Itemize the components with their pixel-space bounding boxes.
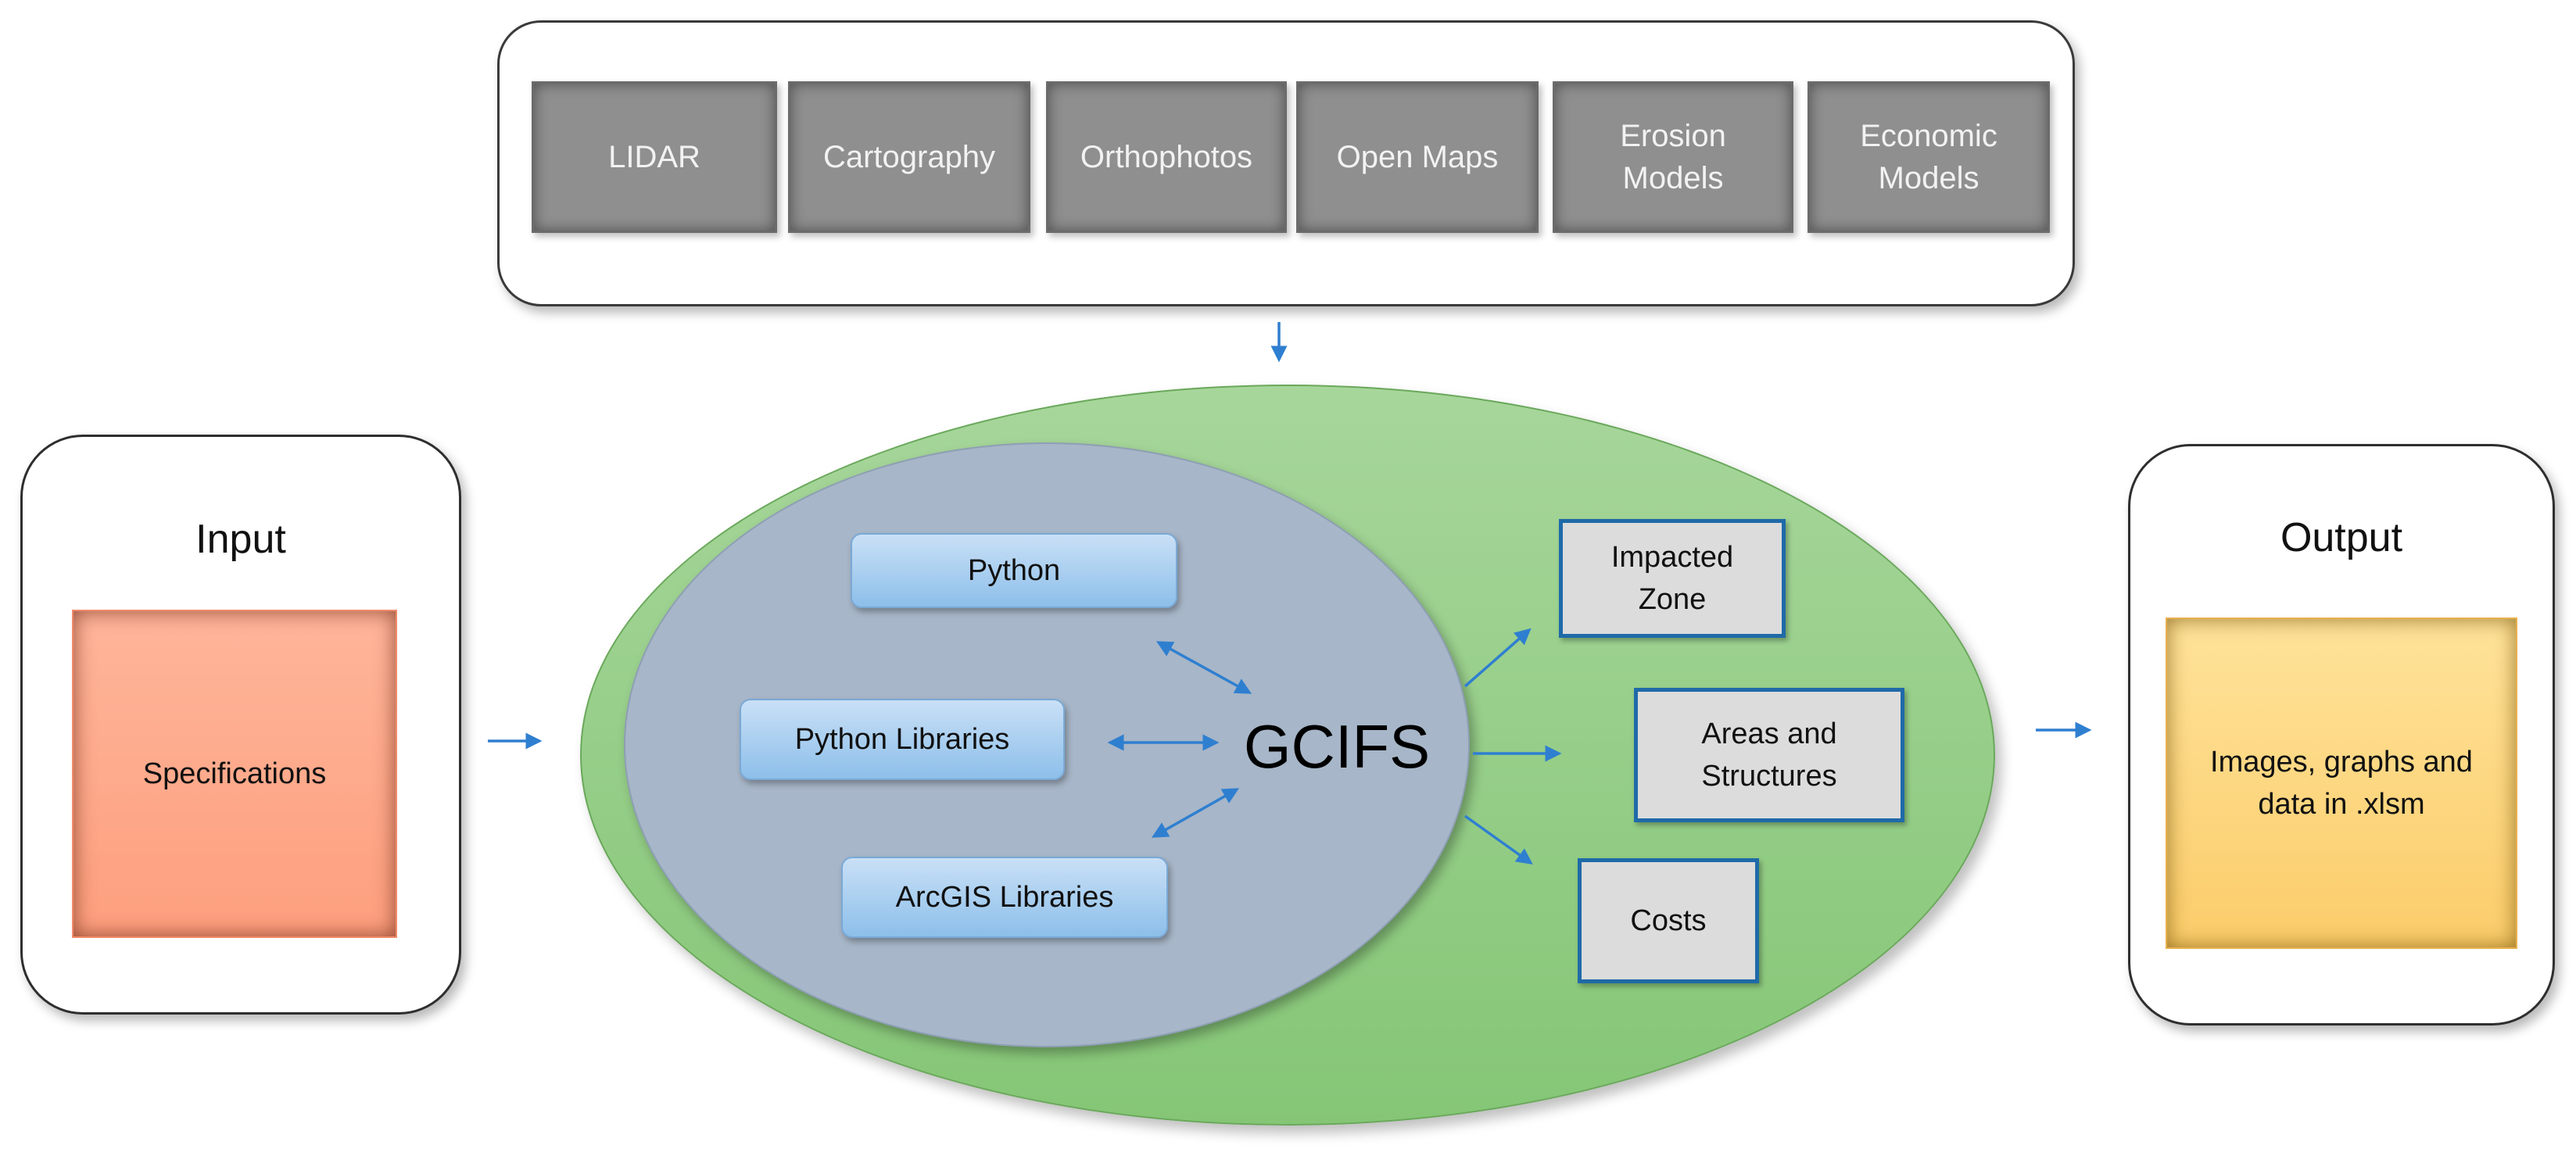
python-box: Python xyxy=(851,533,1177,608)
input-title: Input xyxy=(195,517,286,562)
source-box-erosion-models: Erosion Models xyxy=(1553,81,1793,233)
source-box-open-maps: Open Maps xyxy=(1296,81,1539,233)
source-box-lidar: LIDAR xyxy=(532,81,777,233)
source-box-economic-models: Economic Models xyxy=(1807,81,2050,233)
output-title: Output xyxy=(2280,515,2403,560)
arrow-gcifs-to-impacted-zone xyxy=(1464,628,1532,688)
areas-and-structures-box: Areas and Structures xyxy=(1634,688,1904,822)
output-results-box: Images, graphs and data in .xlsm xyxy=(2166,617,2517,949)
source-box-orthophotos: Orthophotos xyxy=(1046,81,1287,233)
arrow-arcgis-libraries-gcifs xyxy=(1151,788,1240,838)
costs-box: Costs xyxy=(1578,858,1759,983)
arcgis-libraries-box: ArcGIS Libraries xyxy=(841,857,1168,938)
gcifs-label: GCIFS xyxy=(1243,711,1431,781)
specifications-box: Specifications xyxy=(72,610,397,938)
python-libraries-box: Python Libraries xyxy=(740,699,1065,780)
impacted-zone-box: Impacted Zone xyxy=(1559,519,1786,638)
arrow-python-gcifs xyxy=(1155,641,1252,694)
arrow-gcifs-to-costs xyxy=(1464,814,1533,865)
source-box-cartography: Cartography xyxy=(788,81,1030,233)
